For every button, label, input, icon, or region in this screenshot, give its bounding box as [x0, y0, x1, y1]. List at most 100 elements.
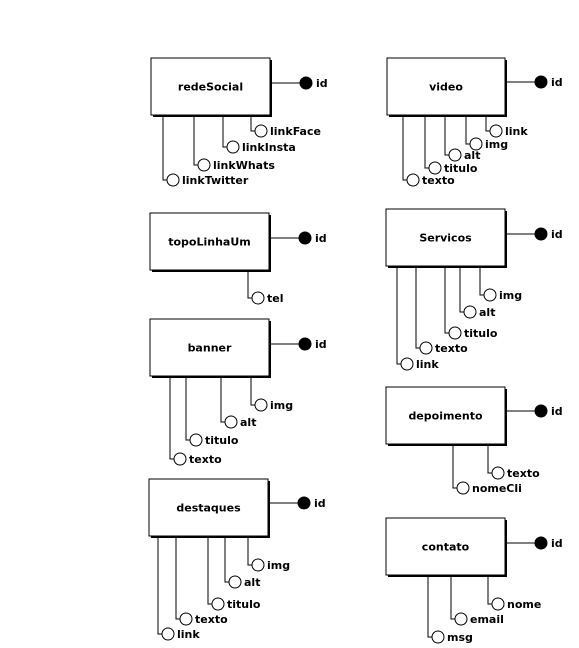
attribute-alt: alt [459, 266, 495, 319]
attribute-img: img [465, 115, 508, 151]
attribute-marker [456, 481, 470, 495]
attribute-connector [465, 115, 470, 145]
attribute-titulo: titulo [424, 115, 478, 175]
attribute-marker [419, 341, 433, 355]
entity-box [149, 212, 270, 271]
attribute-connector [193, 115, 198, 166]
attribute-marker [226, 140, 240, 154]
attribute-marker [428, 161, 442, 175]
attribute-connector [444, 115, 449, 156]
attribute-marker [469, 137, 483, 151]
attribute-label: titulo [205, 434, 239, 447]
primary-key-marker [298, 337, 312, 351]
attribute-label: alt [244, 576, 260, 589]
attribute-marker [489, 124, 503, 138]
attribute-marker [400, 357, 414, 371]
entity-name: destaques [176, 502, 241, 515]
attribute-marker [179, 612, 193, 626]
attribute-texto: texto [487, 444, 540, 480]
attribute-label: img [267, 559, 290, 572]
attribute-connector [452, 444, 457, 489]
attribute-label: texto [435, 342, 468, 355]
attribute-connector [424, 115, 429, 169]
attribute-connector [402, 115, 407, 181]
attribute-label: link [177, 628, 200, 641]
primary-key-marker [298, 231, 312, 245]
attribute-msg: msg [427, 575, 473, 644]
attribute-connector [479, 266, 484, 296]
attribute-marker [161, 627, 175, 641]
primary-key-marker [534, 536, 548, 550]
entity-box [385, 208, 506, 267]
attribute-link: link [396, 266, 439, 371]
attribute-label: link [416, 358, 439, 371]
attribute-marker [254, 124, 268, 138]
attribute-label: texto [422, 174, 455, 187]
attribute-texto: texto [175, 536, 228, 626]
attribute-marker [224, 415, 238, 429]
attribute-marker [228, 575, 242, 589]
attribute-label: alt [240, 416, 256, 429]
primary-key-label: id [315, 232, 327, 245]
attribute-connector [222, 115, 227, 148]
attribute-marker [406, 173, 420, 187]
attribute-label: tel [267, 292, 284, 305]
attribute-marker [448, 148, 462, 162]
attribute-marker [251, 558, 265, 572]
attribute-titulo: titulo [185, 376, 239, 447]
attribute-connector [247, 536, 252, 566]
primary-key-label: id [315, 338, 327, 351]
attribute-connector [220, 376, 225, 423]
entity-name: video [429, 81, 463, 94]
primary-key-label: id [551, 228, 563, 241]
attribute-connector [250, 376, 255, 406]
attribute-titulo: titulo [444, 266, 498, 340]
attribute-label: titulo [444, 162, 478, 175]
attribute-label: linkFace [270, 125, 321, 138]
attribute-connector [247, 270, 252, 299]
attribute-label: nome [507, 598, 541, 611]
entity-name: Servicos [419, 232, 472, 245]
entity-name: contato [422, 541, 470, 554]
attribute-link: link [485, 115, 528, 138]
attribute-label: link [505, 125, 528, 138]
attribute-label: titulo [227, 598, 261, 611]
attribute-connector [450, 575, 455, 620]
attribute-connector [487, 444, 492, 474]
attribute-label: texto [195, 613, 228, 626]
attribute-connector [169, 376, 174, 460]
entity-box [385, 386, 506, 445]
attribute-label: linkTwitter [182, 174, 249, 187]
attribute-label: titulo [464, 327, 498, 340]
entity-name: redeSocial [178, 81, 243, 94]
attribute-label: texto [507, 467, 540, 480]
primary-key-label: id [314, 497, 326, 510]
attribute-connector [157, 536, 162, 635]
attribute-img: img [250, 376, 293, 412]
attribute-img: img [479, 266, 522, 302]
primary-key-marker [297, 496, 311, 510]
primary-key-label: id [551, 537, 563, 550]
attribute-connector [444, 266, 449, 334]
entity-box [149, 318, 270, 377]
attribute-connector [185, 376, 190, 441]
attribute-connector [485, 115, 490, 132]
attribute-label: msg [447, 631, 473, 644]
attribute-nomeCli: nomeCli [452, 444, 522, 495]
attribute-connector [224, 536, 229, 583]
attribute-linkFace: linkFace [250, 115, 321, 138]
attribute-texto: texto [402, 115, 455, 187]
attribute-connector [487, 575, 492, 605]
primary-key-label: id [551, 76, 563, 89]
attribute-linkInsta: linkInsta [222, 115, 296, 154]
attribute-label: linkInsta [242, 141, 296, 154]
entity-box [385, 517, 506, 576]
attribute-alt: alt [224, 536, 260, 589]
attribute-linkWhats: linkWhats [193, 115, 275, 172]
